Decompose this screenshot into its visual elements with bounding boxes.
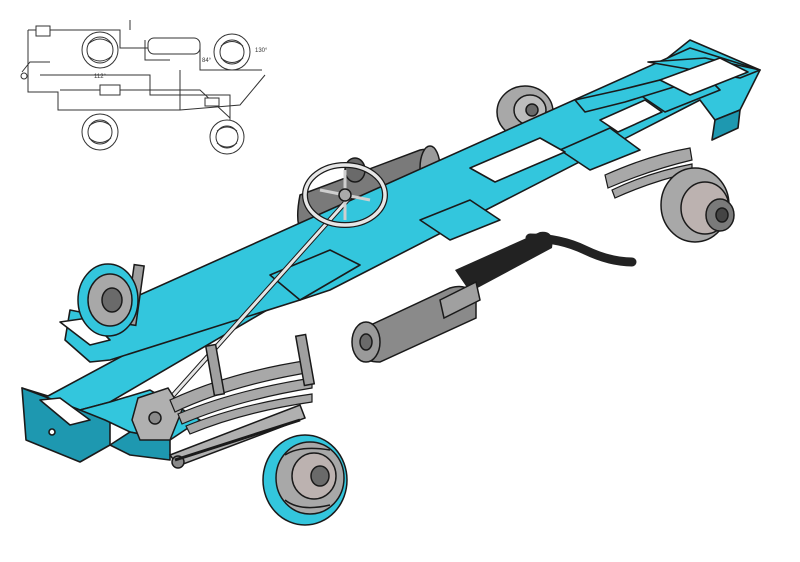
cross-member-1 <box>269 249 361 301</box>
air-tank-icon <box>147 37 201 55</box>
front-right-brake-drum-icon <box>213 33 251 71</box>
angle-label-112: 112° <box>94 74 107 80</box>
chassis-frame <box>21 39 761 463</box>
relay-valve-icon <box>204 97 220 107</box>
front-right-wheel-hub <box>262 434 348 526</box>
right-frame-rail <box>64 47 761 363</box>
angle-label-84: 84° <box>202 58 212 64</box>
exhaust-pipe <box>455 231 637 292</box>
brake-valve-icon <box>99 84 121 96</box>
cross-member-3 <box>559 127 641 171</box>
frame-rivet-hole <box>48 428 56 436</box>
cross-member-2 <box>419 199 501 241</box>
brake-circuit-diagram <box>20 20 266 155</box>
steering-assembly <box>131 162 388 441</box>
front-left-brake-drum-icon <box>81 31 119 69</box>
tie-rod <box>174 418 301 462</box>
air-reservoir-tanks <box>351 280 481 363</box>
front-left-wheel-hub <box>77 263 139 337</box>
angle-label-130: 130° <box>255 48 268 54</box>
rear-right-brake-drum-icon <box>209 119 245 155</box>
front-leaf-spring <box>169 359 313 435</box>
rear-left-brake-drum-icon <box>81 113 119 151</box>
compressor-icon <box>35 25 51 37</box>
rear-right-wheel-hub <box>660 167 735 243</box>
